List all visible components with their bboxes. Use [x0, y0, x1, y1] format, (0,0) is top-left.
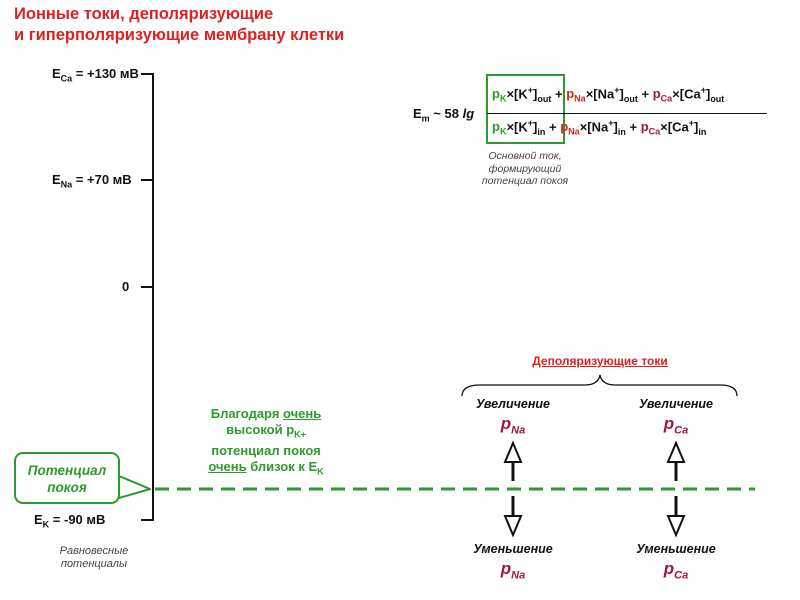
na-up-arrow-head — [503, 440, 523, 463]
formula-lhs: Em ~ 58 lg — [413, 106, 475, 124]
resting-potential-callout: Потенциал покоя — [14, 452, 120, 504]
fraction-line — [487, 113, 767, 114]
k-term-highlight-box — [486, 74, 565, 144]
ca-increase-label: Увеличение — [639, 397, 713, 411]
label-eca: ECa = +130 мВ — [52, 66, 139, 84]
na-decrease-p: pNa — [500, 559, 526, 582]
ca-up-arrow-head — [666, 440, 686, 463]
den-k-term: pK — [492, 119, 507, 137]
title-line-2: и гиперполяризующие мембрану клетки — [14, 26, 345, 44]
na-decrease-label: Уменьшение — [473, 542, 553, 556]
num-k-term: pK — [492, 86, 507, 104]
num-ca-term: pCa — [652, 86, 673, 104]
slide-title: Ионные токи, деполяризующие и гиперполяр… — [14, 4, 344, 46]
formula-note: Основной ток, формирующий потенциал поко… — [481, 150, 569, 187]
ca-decrease-p: pCa — [663, 559, 689, 582]
depolarizing-brace — [461, 374, 738, 397]
title-line-1: Ионные токи, деполяризующие — [14, 5, 274, 23]
label-ek: EK = -90 мВ — [34, 512, 106, 530]
na-down-arrow-head — [503, 515, 523, 538]
na-increase-label: Увеличение — [476, 397, 550, 411]
ca-increase-p: pCa — [663, 414, 689, 437]
ca-decrease-label: Уменьшение — [636, 542, 716, 556]
label-ena: ENa = +70 мВ — [52, 172, 132, 190]
formula-denominator: pK×[K+]in + pNa×[Na+]in + pCa×[Ca+]in — [492, 118, 707, 137]
den-ca-term: pCa — [640, 119, 661, 137]
callout-pointer — [118, 475, 151, 499]
explanation-text: Благодаря очень высокой pK+ потенциал по… — [208, 406, 324, 477]
axis-caption: Равновесные потенциалы — [59, 545, 129, 570]
formula-numerator: pK×[K+]out + pNa×[Na+]out + pCa×[Ca+]out — [492, 85, 725, 104]
label-zero: 0 — [122, 279, 130, 294]
ca-down-arrow-head — [666, 515, 686, 538]
num-na-term: pNa — [566, 86, 586, 104]
na-increase-p: pNa — [500, 414, 526, 437]
den-na-term: pNa — [560, 119, 580, 137]
depolarizing-label: Деполяризующие токи — [532, 354, 668, 368]
